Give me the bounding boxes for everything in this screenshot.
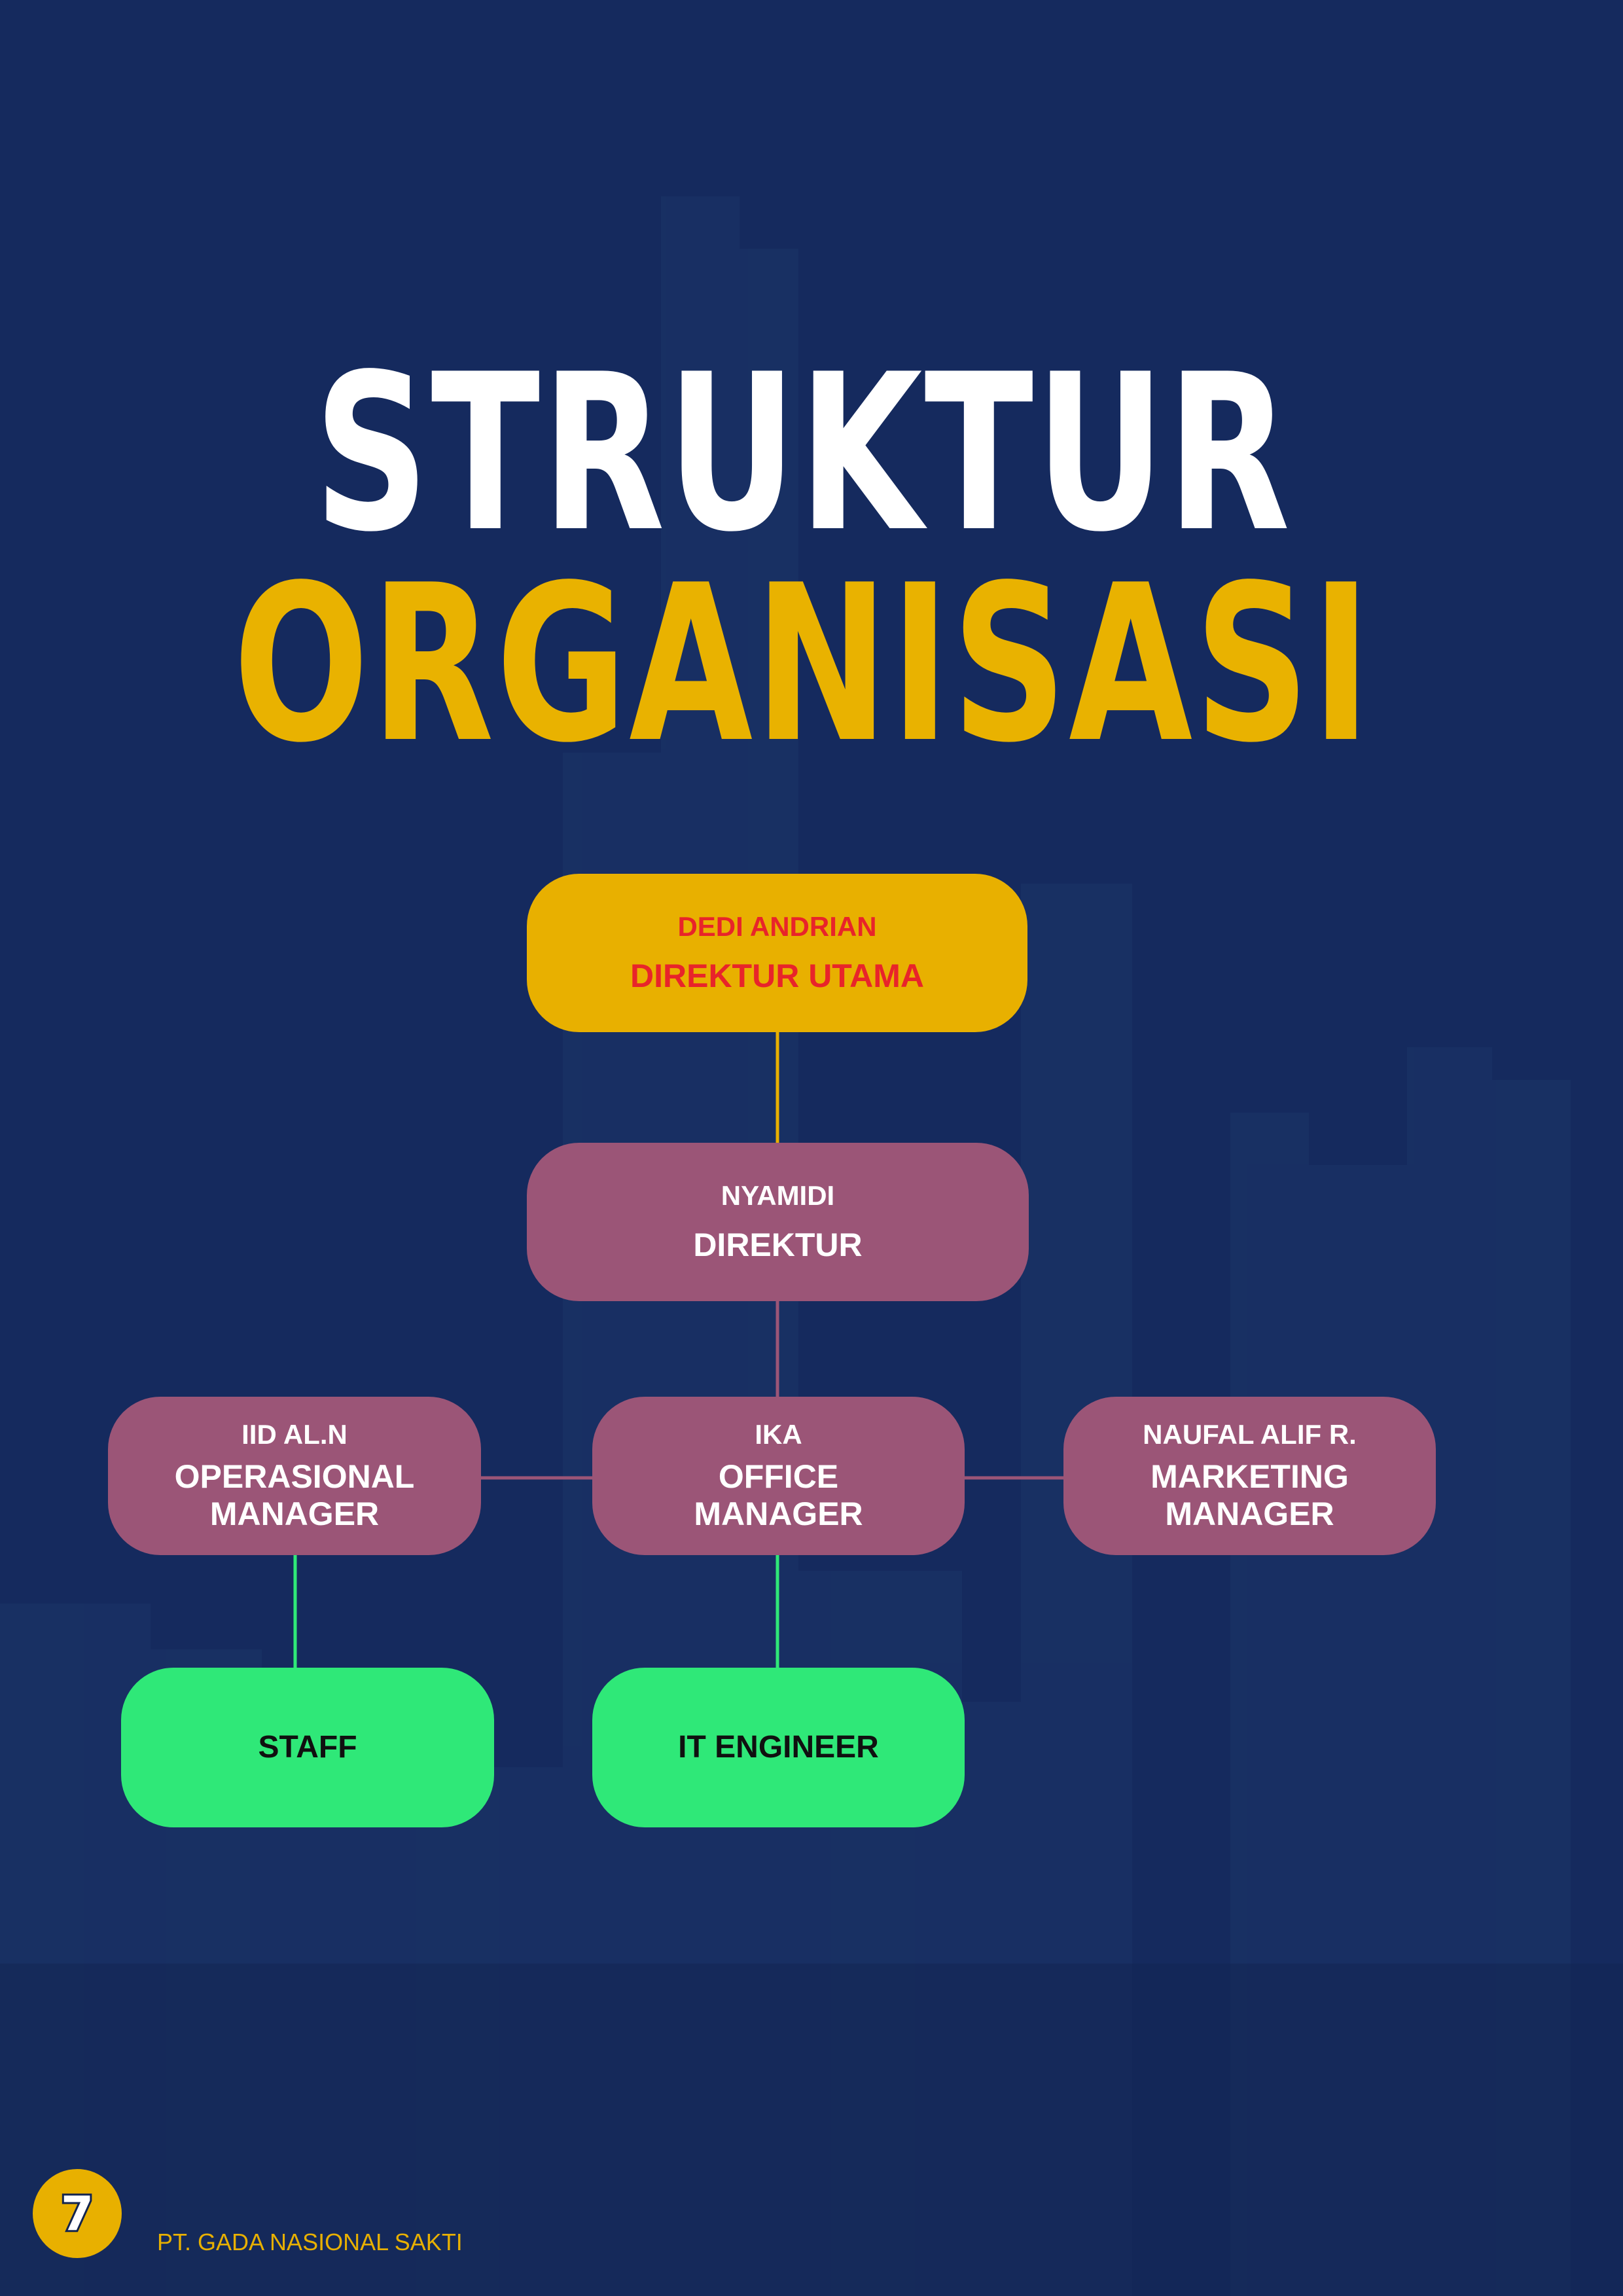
- node-marketing-manager: NAUFAL ALIF R. MARKETING MANAGER: [1063, 1397, 1436, 1555]
- node-direktur-utama: DEDI ANDRIAN DIREKTUR UTAMA: [527, 874, 1027, 1032]
- node-role-line-2: MANAGER: [694, 1496, 863, 1534]
- page-number-badge: 7: [33, 2169, 122, 2258]
- node-role-line-2: MANAGER: [210, 1496, 379, 1534]
- node-office-manager: IKA OFFICE MANAGER: [592, 1397, 965, 1555]
- node-role-line-2: MANAGER: [1165, 1496, 1334, 1534]
- node-role-line-1: OFFICE: [719, 1458, 838, 1496]
- node-direktur: NYAMIDI DIREKTUR: [527, 1143, 1029, 1301]
- node-role: DIREKTUR UTAMA: [630, 958, 924, 996]
- node-staff: STAFF: [121, 1668, 494, 1827]
- node-it-engineer: IT ENGINEER: [592, 1668, 965, 1827]
- node-operasional-manager: IID AL.N OPERASIONAL MANAGER: [108, 1397, 481, 1555]
- node-name: IID AL.N: [241, 1418, 348, 1451]
- node-name: NYAMIDI: [721, 1179, 834, 1212]
- footer-company-name: PT. GADA NASIONAL SAKTI: [157, 2229, 463, 2256]
- node-role-line-1: OPERASIONAL: [175, 1458, 415, 1496]
- node-role: STAFF: [258, 1729, 357, 1765]
- page-number: 7: [61, 2186, 94, 2241]
- node-role-line-1: MARKETING: [1150, 1458, 1349, 1496]
- node-name: DEDI ANDRIAN: [677, 910, 876, 943]
- node-name: NAUFAL ALIF R.: [1143, 1418, 1357, 1451]
- node-name: IKA: [755, 1418, 802, 1451]
- node-role: IT ENGINEER: [678, 1729, 879, 1765]
- node-role: DIREKTUR: [693, 1227, 862, 1265]
